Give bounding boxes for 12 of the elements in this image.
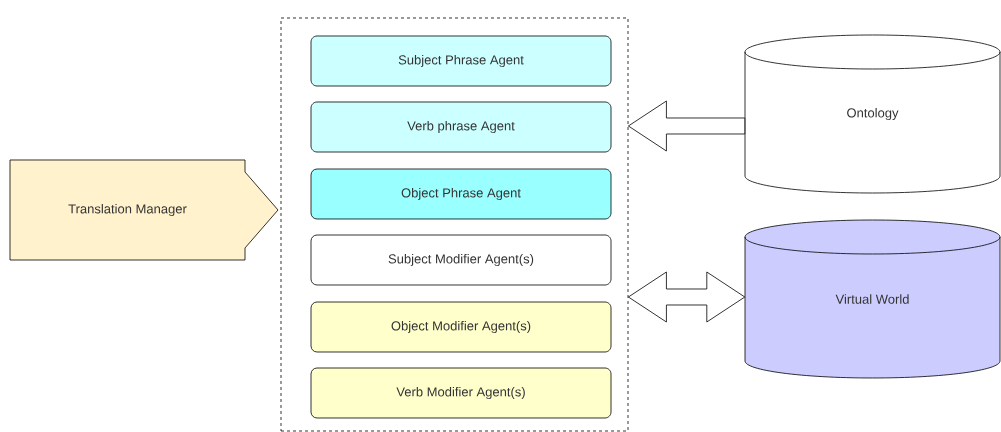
- double-block-arrow: [628, 271, 746, 323]
- agent-box: Object Modifier Agent(s): [310, 301, 612, 353]
- agent-box: Subject Phrase Agent: [310, 35, 612, 87]
- block-arrow: [628, 100, 746, 152]
- agent-box: Verb phrase Agent: [310, 101, 612, 153]
- manager-pentagon: Translation Manager: [9, 159, 279, 261]
- agent-box: Verb Modifier Agent(s): [310, 367, 612, 419]
- dashed-frame: [280, 17, 629, 432]
- agent-box: Object Phrase Agent: [310, 168, 612, 220]
- agent-box: Subject Modifier Agent(s): [310, 234, 612, 286]
- database-cylinder: Virtual World: [744, 219, 1001, 379]
- database-cylinder: Ontology: [744, 34, 1001, 194]
